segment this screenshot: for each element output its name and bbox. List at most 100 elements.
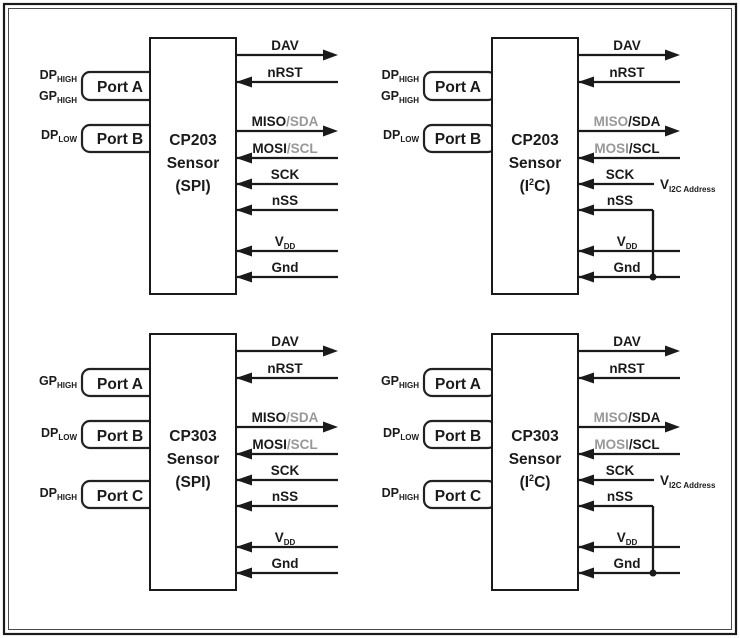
signal-nss: nSS — [578, 489, 655, 573]
pin-label-gp-high: GPHIGH — [381, 89, 419, 105]
signal-label: MOSI/SCL — [252, 437, 317, 452]
signal-nrst: nRST — [578, 361, 680, 384]
signal-label: MOSI/SCL — [594, 437, 659, 452]
block-cp303-spi: Port A Port B Port C GPHIGH DPLOW DPHIGH… — [39, 333, 338, 591]
chip-title-line2: Sensor — [167, 451, 220, 468]
signal-label: VDD — [275, 530, 296, 547]
pin-label-gp-high: GPHIGH — [39, 89, 77, 105]
inner-frame — [8, 8, 732, 630]
v-i2c-address-label: VI2C Address — [660, 473, 716, 490]
signal-gnd: Gnd — [236, 556, 338, 579]
arrowhead-left-icon — [236, 152, 252, 164]
arrowhead-left-icon — [236, 245, 252, 257]
signal-mosi-scl: MOSI/SCL — [578, 141, 680, 164]
block-cp203-i2c: Port A Port B DPHIGH GPHIGH DPLOW CP203 … — [381, 37, 716, 295]
chip-title-line1: CP203 — [511, 132, 559, 149]
signal-label: Gnd — [614, 556, 641, 571]
pin-label-dp-high: DPHIGH — [382, 486, 420, 502]
signal-label: Gnd — [272, 556, 299, 571]
arrowhead-left-icon — [236, 567, 252, 579]
arrowhead-left-icon — [578, 152, 594, 164]
signal-nrst: nRST — [578, 65, 680, 88]
signal-gnd: Gnd — [236, 260, 338, 283]
signal-label: DAV — [271, 334, 299, 349]
pin-label-dp-low: DPLOW — [383, 426, 419, 442]
signal-nrst: nRST — [236, 361, 338, 384]
signal-sck: SCK VI2C Address — [578, 167, 716, 194]
signal-vdd: VDD — [236, 530, 338, 553]
signal-mosi-scl: MOSI/SCL — [236, 141, 338, 164]
signal-label: SCK — [271, 463, 300, 478]
pin-label-dp-high: DPHIGH — [382, 68, 420, 84]
junction-dot — [649, 569, 657, 577]
arrowhead-left-icon — [578, 500, 594, 512]
signal-label: nRST — [267, 65, 303, 80]
arrowhead-left-icon — [236, 204, 252, 216]
arrowhead-right-icon — [323, 49, 338, 61]
arrowhead-left-icon — [236, 448, 252, 460]
signal-nss: nSS — [236, 193, 338, 216]
pin-label-dp-low: DPLOW — [41, 426, 77, 442]
signal-label: VDD — [617, 234, 638, 251]
arrowhead-left-icon — [236, 500, 252, 512]
signal-label: SCK — [606, 167, 635, 182]
port-b-label: Port B — [97, 131, 144, 148]
port-a-label: Port A — [435, 79, 481, 96]
signal-label: VDD — [617, 530, 638, 547]
signal-mosi-scl: MOSI/SCL — [578, 437, 680, 460]
signal-label: MISO/SDA — [252, 410, 319, 425]
chip-title-line3: (I2C) — [520, 177, 551, 195]
signal-miso-sda: MISO/SDA — [578, 114, 680, 137]
arrowhead-right-icon — [323, 345, 338, 357]
signal-label: nRST — [609, 65, 645, 80]
signal-dav: DAV — [236, 38, 338, 61]
chip-title-line2: Sensor — [167, 155, 220, 172]
signal-label: MISO/SDA — [252, 114, 319, 129]
signal-label: MOSI/SCL — [252, 141, 317, 156]
signal-miso-sda: MISO/SDA — [236, 410, 338, 433]
signal-label: DAV — [613, 334, 641, 349]
arrowhead-right-icon — [665, 421, 680, 433]
signal-dav: DAV — [236, 334, 338, 357]
signal-label: SCK — [271, 167, 300, 182]
arrowhead-left-icon — [578, 245, 594, 257]
chip-title-line1: CP303 — [511, 428, 559, 445]
signal-nss: nSS — [236, 489, 338, 512]
junction-dot — [649, 273, 657, 281]
signal-sck: SCK VI2C Address — [578, 463, 716, 490]
signal-nrst: nRST — [236, 65, 338, 88]
signal-label: SCK — [606, 463, 635, 478]
arrowhead-left-icon — [236, 372, 252, 384]
chip-title-line2: Sensor — [509, 155, 562, 172]
arrowhead-left-icon — [236, 271, 252, 283]
port-a-label: Port A — [435, 376, 481, 393]
pin-label-gp-high: GPHIGH — [381, 374, 419, 390]
signal-dav: DAV — [578, 38, 680, 61]
port-b-label: Port B — [97, 428, 144, 445]
chip-title-line3: (SPI) — [175, 178, 210, 195]
pin-label-dp-low: DPLOW — [41, 128, 77, 144]
pin-label-dp-high: DPHIGH — [40, 486, 78, 502]
arrowhead-left-icon — [578, 474, 594, 486]
signal-nss: nSS — [578, 193, 655, 277]
port-a-label: Port A — [97, 376, 143, 393]
arrowhead-left-icon — [578, 76, 594, 88]
signal-gnd: Gnd — [578, 556, 680, 579]
signal-label: DAV — [613, 38, 641, 53]
arrowhead-left-icon — [578, 372, 594, 384]
arrowhead-right-icon — [665, 49, 680, 61]
signal-label: nRST — [267, 361, 303, 376]
signal-label: nSS — [607, 489, 633, 504]
chip-title-line1: CP203 — [169, 132, 217, 149]
arrowhead-right-icon — [323, 125, 338, 137]
chip-title-line3: (I2C) — [520, 473, 551, 491]
arrowhead-left-icon — [236, 76, 252, 88]
port-b-label: Port B — [435, 428, 482, 445]
pin-label-gp-high: GPHIGH — [39, 374, 77, 390]
signal-label: MISO/SDA — [594, 114, 661, 129]
signal-miso-sda: MISO/SDA — [236, 114, 338, 137]
chip-body — [491, 333, 579, 591]
block-cp303-i2c: Port A Port B Port C GPHIGH DPLOW DPHIGH… — [381, 333, 716, 591]
arrowhead-right-icon — [665, 125, 680, 137]
